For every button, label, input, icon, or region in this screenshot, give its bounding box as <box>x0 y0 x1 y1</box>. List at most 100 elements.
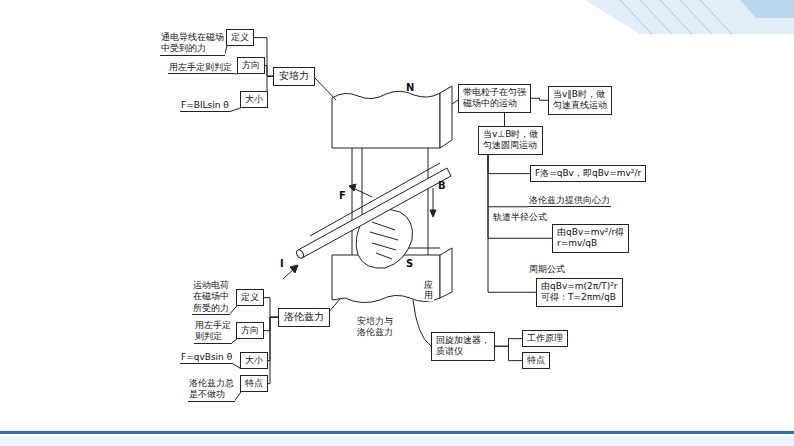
text-line: 匀速圆周运动 <box>483 140 537 150</box>
note-label: 用左手定则判定 <box>168 62 233 74</box>
mind-map-box: 定义 <box>226 29 254 46</box>
text-line: 在磁场中 <box>193 291 229 301</box>
mind-map-box: 由qBv=m(2π/T)²r 可得：T=2πm/qB <box>536 278 623 307</box>
leader-line <box>229 108 241 112</box>
note-label: 洛伦兹力总 是不做功 <box>188 378 235 402</box>
text-line: 安培力与 <box>357 316 393 326</box>
text-line: 通电导线在磁场 <box>161 32 224 42</box>
mind-map-box: 安培力 <box>273 67 315 86</box>
box-text: F洛=qBv，即qBv=mv²/r <box>535 168 641 179</box>
mind-map-box: 当v⊥B时，做 匀速圆周运动 <box>478 126 543 155</box>
box-text: 由qBv=m(2π/T)²r 可得：T=2πm/qB <box>541 281 618 304</box>
note-label: 安培力与 洛伦兹力 <box>356 316 394 339</box>
current-arrow <box>283 265 298 279</box>
mind-map-box: F洛=qBv，即qBv=mv²/r <box>530 165 646 182</box>
box-text: 大小 <box>245 94 263 105</box>
box-text: 工作原理 <box>527 333 563 344</box>
note-label: 周期公式 <box>528 264 566 275</box>
mind-map-box: 由qBv=mv²/r得 r=mv/qB <box>552 224 629 253</box>
wire <box>295 163 451 259</box>
connector-line <box>488 155 530 174</box>
symbol-label: N <box>405 82 415 95</box>
mind-map-box: 方向 <box>236 322 264 339</box>
connector-line <box>495 339 522 347</box>
mind-map-box: 洛伦兹力 <box>278 308 330 327</box>
field-arrow <box>430 188 436 217</box>
text-line: 是不做功 <box>189 389 225 399</box>
box-text: 当v∥B时，做 匀速直线运动 <box>553 89 607 112</box>
text-line: 带电粒子在匀强 <box>463 87 526 97</box>
text-line: 匀速直线运动 <box>553 100 607 110</box>
text-line: 所受的力 <box>193 303 229 313</box>
box-text: 当v⊥B时，做 匀速圆周运动 <box>483 129 538 152</box>
leader-line <box>488 206 528 207</box>
box-text: 特点 <box>527 355 545 366</box>
connector-line <box>504 113 505 127</box>
symbol-label: F <box>338 190 347 203</box>
box-text: 带电粒子在匀强 磁场中的运动 <box>463 87 526 110</box>
text-line: r=mv/qB <box>557 238 597 248</box>
note-label: 运动电荷 在磁场中 所受的力 <box>192 280 230 315</box>
magnet <box>332 86 452 303</box>
text-line: 当v∥B时，做 <box>553 89 605 99</box>
box-text: 定义 <box>231 32 249 43</box>
connector-line <box>495 346 522 360</box>
mind-map-box: 大小 <box>240 352 268 369</box>
note-label: F=qvBsin θ <box>180 352 233 364</box>
mind-map-box: 回旋加速器， 质谱仪 <box>431 332 495 361</box>
box-text: 方向 <box>242 60 260 71</box>
header-decoration <box>585 0 794 34</box>
text-line: 中受到的力 <box>161 43 206 53</box>
mind-map-box: 特点 <box>240 375 268 392</box>
text-line: 洛伦兹力总 <box>189 378 234 388</box>
mind-map-box: 特点 <box>522 352 550 369</box>
note-label: 轨道半径公式 <box>492 212 548 223</box>
box-text: 方向 <box>241 325 259 336</box>
symbol-label: S <box>405 258 414 271</box>
note-label: 洛伦兹力提供向心力 <box>528 195 611 207</box>
mind-map-box: 当v∥B时，做 匀速直线运动 <box>548 86 612 115</box>
symbol-label: B <box>437 180 447 193</box>
leader-line <box>230 306 238 315</box>
text-line: 回旋加速器， <box>436 335 490 345</box>
text-line: 质谱仪 <box>436 346 463 356</box>
box-text: 由qBv=mv²/r得 r=mv/qB <box>557 227 624 250</box>
text-line: 运动电荷 <box>193 280 229 290</box>
mind-map-box: 工作原理 <box>522 330 568 347</box>
text-line: 由qBv=mv²/r得 <box>557 227 624 237</box>
text-line: 由qBv=m(2π/T)²r <box>541 281 618 291</box>
note-label: 用左手定 则判定 <box>194 320 232 344</box>
connector-line <box>531 98 548 100</box>
box-text: 安培力 <box>279 70 309 83</box>
note-label: 通电导线在磁场 中受到的力 <box>160 32 225 56</box>
connector-line <box>265 66 273 77</box>
leader-lines <box>313 76 458 346</box>
note-label: F=BILsin θ <box>180 100 230 112</box>
box-text: 大小 <box>245 355 263 366</box>
box-text: 洛伦兹力 <box>284 311 324 324</box>
force-arrow <box>349 184 372 197</box>
connector-line <box>264 298 278 318</box>
text-line: 磁场中的运动 <box>463 98 517 108</box>
leader-line <box>232 339 238 343</box>
box-text: 定义 <box>241 292 259 303</box>
mind-map-box: 大小 <box>240 91 268 108</box>
footer-band <box>0 431 794 446</box>
leader-line <box>235 392 242 401</box>
connector-line <box>264 317 278 330</box>
note-label: 应用 <box>423 281 434 301</box>
leader-lines <box>225 46 529 401</box>
symbol-label: I <box>279 258 285 271</box>
mind-map-box: 定义 <box>236 289 264 306</box>
text-line: 洛伦兹力 <box>357 327 393 337</box>
connector-line <box>268 317 278 383</box>
mind-map-box: 方向 <box>237 57 265 74</box>
box-text: 特点 <box>245 378 263 389</box>
mind-map-box: 带电粒子在匀强 磁场中的运动 <box>458 84 531 113</box>
text-line: 用左手定 <box>195 320 231 330</box>
text-line: 可得：T=2πm/qB <box>541 292 616 302</box>
box-text: 回旋加速器， 质谱仪 <box>436 335 490 358</box>
